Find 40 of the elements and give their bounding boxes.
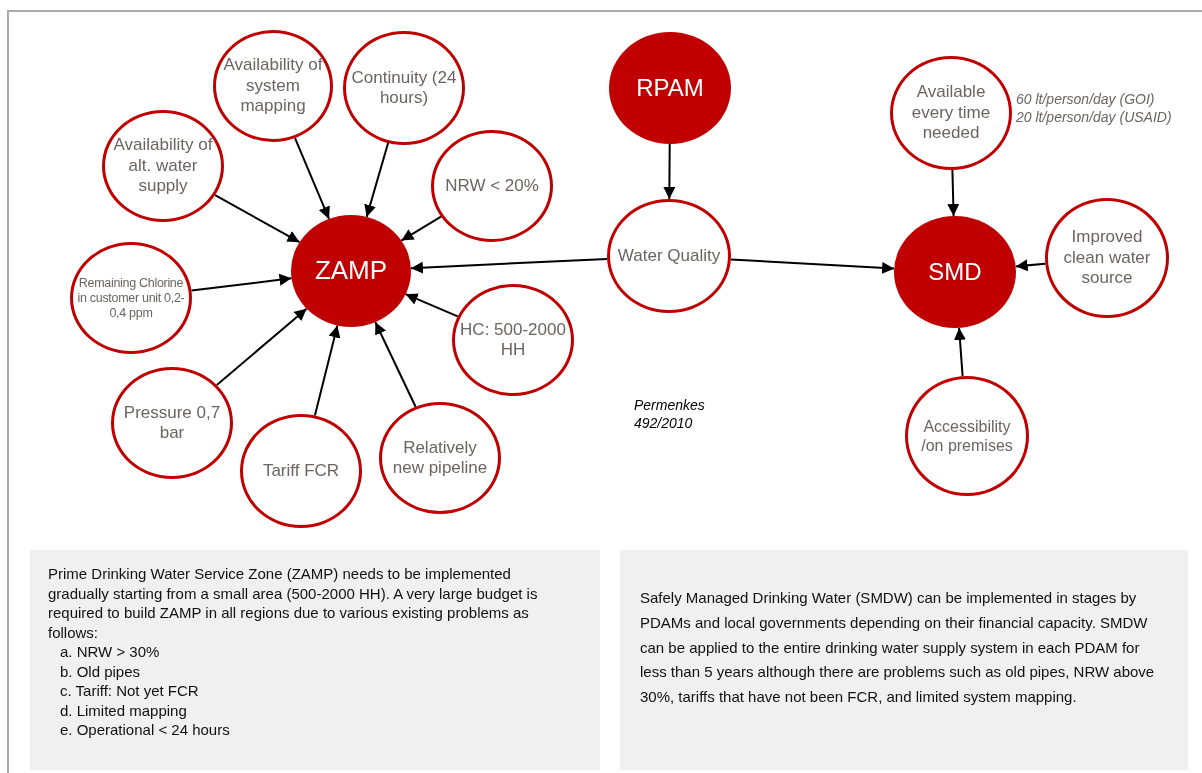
arrow	[729, 258, 896, 274]
node-label: Relatively new pipeline	[391, 437, 489, 479]
paragraph: Prime Drinking Water Service Zone (ZAMP) needs to be implemented gradually starting from a small area (500-2000 HH). A very large budget is required to build ZAMP in all regions due to various existing problems as follows:	[48, 564, 539, 642]
arrow	[947, 169, 960, 217]
paragraph: Safely Managed Drinking Water (SMDW) can be implemented in stages by PDAMs and local governments depending on their financial capacity. SMDW can be applied to the entire drinking water supply system in each PDAM for less than 5 years although there are problems such as old pipes, NRW above 30%, tariffs that have not been FCR, and limited system mapping.	[640, 588, 1156, 707]
node-label: Availability of alt. water supply	[112, 135, 214, 197]
arrow	[663, 143, 676, 200]
arrow	[215, 307, 308, 386]
node-label: Availability of system mapping	[222, 55, 324, 117]
node-label: Remaining Chlorine in customer unit 0,2-0,4 ppm	[77, 275, 185, 321]
node-label: Improved clean water source	[1062, 227, 1152, 289]
arrow	[190, 273, 293, 292]
node-label: Continuity (24 hours)	[350, 67, 458, 109]
list-item: d. Limited mapping	[59, 700, 188, 720]
node-label: Pressure 0,7 bar	[122, 402, 222, 444]
arrow	[409, 257, 609, 274]
arrow	[1014, 259, 1047, 272]
list-item: a. NRW > 30%	[59, 642, 161, 662]
arrow	[374, 321, 417, 408]
node-label: SMD	[928, 257, 982, 287]
node-label: RPAM	[636, 73, 704, 103]
node-label: HC: 500-2000 HH	[459, 319, 567, 361]
note-text: Permenkes 492/2010	[634, 396, 706, 433]
node-label: Tariff FCR	[262, 460, 340, 482]
node-label: ZAMP	[314, 255, 388, 287]
note-text: 60 lt/person/day (GOI) 20 lt/person/day (USAID)	[1016, 90, 1173, 127]
arrow	[214, 194, 301, 244]
arrow	[400, 215, 442, 242]
arrow	[404, 293, 459, 318]
node-label: NRW < 20%	[445, 175, 539, 197]
list-item: b. Old pipes	[59, 661, 142, 681]
arrow	[313, 324, 341, 417]
arrow	[364, 142, 390, 218]
arrow	[954, 326, 966, 378]
list-item: e. Operational < 24 hours	[59, 720, 231, 740]
node-label: Water Quality	[617, 245, 721, 267]
node-label: Accessibility /on premises	[920, 416, 1014, 456]
node-label: Available every time needed	[910, 82, 992, 144]
list-item: c. Tariff: Not yet FCR	[59, 681, 200, 701]
arrow	[294, 137, 330, 220]
